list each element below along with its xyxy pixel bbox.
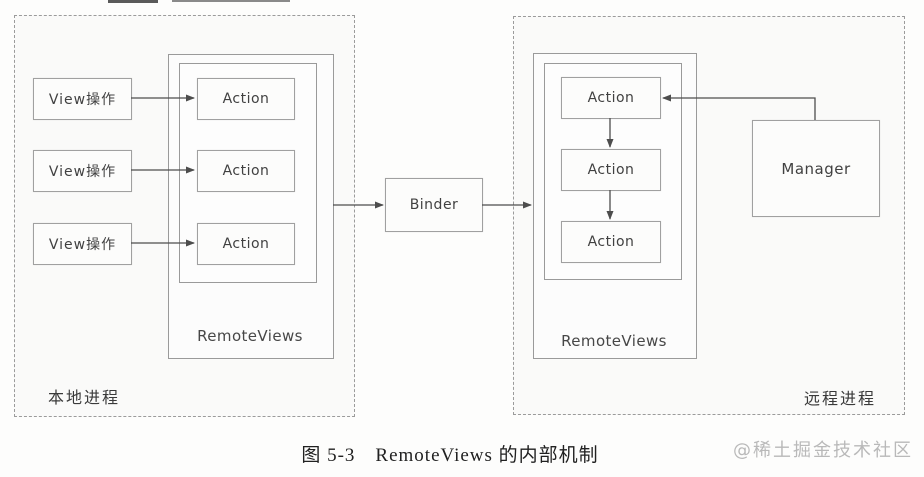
figure-number: 图 5-3 — [301, 445, 356, 466]
remote-remoteviews-label: RemoteViews — [561, 332, 667, 350]
local-action-box-3: Action — [197, 223, 295, 265]
remote-action-box-1: Action — [561, 77, 661, 119]
remote-process-label: 远程进程 — [804, 389, 877, 408]
local-remoteviews-label: RemoteViews — [197, 327, 303, 345]
local-process-label: 本地进程 — [48, 388, 121, 407]
scan-artifact-line — [172, 0, 290, 2]
figure-title: RemoteViews 的内部机制 — [375, 445, 599, 466]
local-action-box-2: Action — [197, 150, 295, 192]
manager-box: Manager — [752, 120, 880, 217]
view-op-box-1: View操作 — [33, 78, 132, 120]
remote-process-box — [513, 16, 905, 415]
remote-action-box-2: Action — [561, 149, 661, 191]
view-op-box-3: View操作 — [33, 223, 132, 265]
local-action-box-1: Action — [197, 78, 295, 120]
remote-action-box-3: Action — [561, 221, 661, 263]
local-process-box — [14, 15, 355, 417]
binder-box: Binder — [385, 178, 483, 232]
figure-caption: 图 5-3 RemoteViews 的内部机制 — [235, 440, 665, 467]
scan-artifact-line — [108, 0, 158, 3]
view-op-box-2: View操作 — [33, 150, 132, 192]
watermark: @稀土掘金技术社区 — [733, 440, 913, 461]
